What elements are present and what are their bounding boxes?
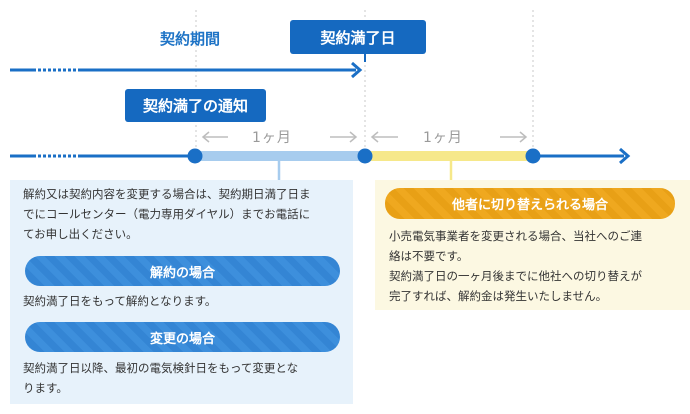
left-period-arrow-right (349, 131, 358, 143)
change-text: 契約満了日以降、最初の電気検針日をもって変更とな ります。 (23, 358, 349, 398)
switch-line: 完了すれば、解約金は発生いたしません。 (389, 289, 608, 303)
contract-period-arrowhead (351, 61, 363, 79)
change-line: 契約満了日以降、最初の電気検針日をもって変更とな (23, 361, 299, 375)
change-line: ります。 (23, 381, 68, 395)
intro-line: てお申し出ください。 (23, 227, 138, 241)
switch-line: 絡は不要です。 (389, 249, 469, 263)
switch-supplier-panel: 他者に切り替えられる場合 小売電気事業者を変更される場合、当社へのご連 絡は不要… (375, 180, 690, 310)
switch-text: 小売電気事業者を変更される場合、当社へのご連 絡は不要です。 契約満了日の一ヶ月… (389, 226, 689, 306)
change-heading-pill: 変更の場合 (25, 322, 340, 352)
switch-period-segment (365, 151, 533, 161)
cancel-heading-pill: 解約の場合 (25, 256, 340, 286)
expiry-date-box: 契約満了日 (290, 20, 426, 54)
switch-line: 契約満了日の一ヶ月後までに他社への切り替えが (389, 269, 642, 283)
month-label-right: 1ヶ月 (423, 130, 463, 146)
notice-node (187, 148, 203, 164)
switch-heading-pill: 他者に切り替えられる場合 (385, 188, 675, 219)
expiry-node (357, 148, 373, 164)
month-label-left: 1ヶ月 (252, 130, 292, 146)
intro-line: 解約又は契約内容を変更する場合は、契約期日満了日ま (23, 187, 311, 201)
intro-text: 解約又は契約内容を変更する場合は、契約期日満了日ま でにコールセンター（電力専用… (23, 184, 349, 244)
cancel-change-panel: 解約又は契約内容を変更する場合は、契約期日満了日ま でにコールセンター（電力専用… (10, 180, 353, 404)
right-period-arrow-right (519, 131, 528, 143)
expiry-notice-box: 契約満了の通知 (125, 89, 266, 122)
switch-line: 小売電気事業者を変更される場合、当社へのご連 (389, 229, 642, 243)
contract-period-label: 契約期間 (160, 30, 221, 48)
timeline-arrowhead (619, 147, 631, 165)
cancel-text: 契約満了日をもって解約となります。 (23, 294, 217, 308)
notice-period-segment (196, 151, 365, 161)
intro-line: でにコールセンター（電力専用ダイヤル）までお電話に (23, 207, 311, 221)
one-month-after-node (525, 148, 541, 164)
